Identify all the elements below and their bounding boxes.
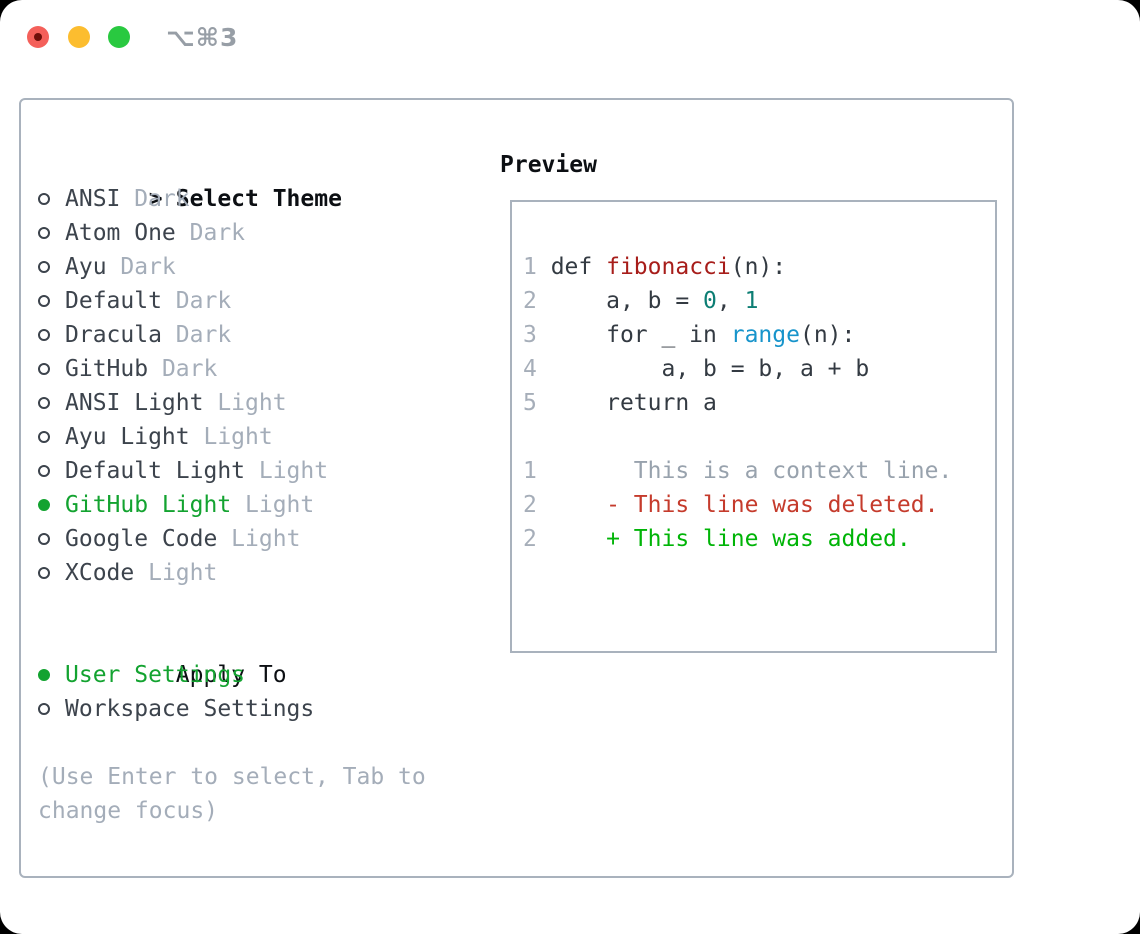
theme-variant-label: Light	[217, 526, 301, 552]
apply-option-label: Workspace Settings	[65, 696, 315, 722]
theme-name: Ayu Light	[65, 424, 190, 450]
radio-icon	[38, 454, 65, 488]
theme-name: XCode	[65, 560, 135, 586]
theme-item-google-code[interactable]: Google Code Light	[38, 522, 488, 556]
theme-item-ansi-light[interactable]: ANSI Light Light	[38, 386, 488, 420]
theme-name: Default Light	[65, 458, 246, 484]
theme-variant-label: Light	[189, 424, 273, 450]
select-theme-heading-label: Select Theme	[175, 186, 342, 212]
radio-icon	[38, 284, 65, 318]
zoom-button[interactable]	[108, 26, 130, 48]
code-line: 1 This is a context line.	[523, 458, 953, 484]
theme-item-default-light[interactable]: Default Light Light	[38, 454, 488, 488]
apply-option-label: User Settings	[65, 662, 246, 688]
apply-to-heading-label: Apply To	[175, 662, 287, 688]
radio-icon	[38, 386, 65, 420]
select-theme-heading: > Select Theme	[38, 148, 488, 212]
code-line: 2 - This line was deleted.	[523, 492, 939, 518]
apply-option-workspace-settings[interactable]: Workspace Settings	[38, 692, 488, 726]
theme-variant-label: Dark	[175, 220, 246, 246]
radio-icon	[38, 352, 65, 386]
close-button[interactable]	[27, 26, 49, 48]
theme-variant-label: Dark	[161, 288, 232, 314]
keyboard-hint-line: (Use Enter to select, Tab to	[38, 764, 426, 790]
radio-icon	[38, 556, 65, 590]
theme-item-dracula[interactable]: Dracula Dark	[38, 318, 488, 352]
code-line: 5 return a	[523, 390, 717, 416]
code-line	[523, 420, 995, 454]
radio-selected-icon	[38, 488, 65, 522]
theme-name: GitHub Light	[65, 492, 232, 518]
theme-item-atom-one[interactable]: Atom One Dark	[38, 216, 488, 250]
theme-variant-label: Light	[245, 458, 329, 484]
theme-variant-label: Light	[203, 390, 287, 416]
theme-name: Default	[65, 288, 162, 314]
section-gap	[38, 726, 488, 760]
apply-to-heading: Apply To	[38, 624, 488, 688]
theme-variant-label: Dark	[106, 254, 176, 280]
preview-code-box: 1 def fibonacci(n): 2 a, b = 0, 1 3 for _ …	[510, 200, 997, 653]
theme-item-ayu-light[interactable]: Ayu Light Light	[38, 420, 488, 454]
title-bar: ⌥⌘3	[0, 0, 1140, 75]
theme-variant-label: Dark	[148, 356, 218, 382]
code-line: 3 for _ in range(n):	[523, 322, 856, 348]
radio-icon	[38, 420, 65, 454]
theme-item-xcode[interactable]: XCode Light	[38, 556, 488, 590]
apply-option-user-settings[interactable]: User Settings	[38, 658, 488, 692]
radio-icon	[38, 216, 65, 250]
radio-icon	[38, 250, 65, 284]
theme-name: ANSI Light	[65, 390, 204, 416]
minimize-button[interactable]	[68, 26, 90, 48]
code-line: 2 + This line was added.	[523, 526, 911, 552]
theme-item-ayu[interactable]: Ayu Dark	[38, 250, 488, 284]
keyboard-hint-line: change focus)	[38, 798, 219, 824]
theme-name: Atom One	[65, 220, 176, 246]
theme-name: Dracula	[65, 322, 162, 348]
theme-name: ANSI	[65, 186, 121, 212]
theme-variant-label: Dark	[120, 186, 190, 212]
theme-item-github-light[interactable]: GitHub Light Light	[38, 488, 488, 522]
theme-item-ansi[interactable]: ANSI Dark	[38, 182, 488, 216]
code-line: 4 a, b = b, a + b	[523, 356, 870, 382]
section-gap	[38, 590, 488, 624]
window-title: ⌥⌘3	[166, 23, 239, 52]
preview-heading: Preview	[500, 152, 597, 178]
radio-icon	[38, 692, 65, 726]
theme-name: GitHub	[65, 356, 149, 382]
code-line: 1 def fibonacci(n):	[523, 254, 787, 280]
theme-item-github[interactable]: GitHub Dark	[38, 352, 488, 386]
theme-variant-label: Dark	[161, 322, 232, 348]
theme-variant-label: Light	[231, 492, 315, 518]
theme-variant-label: Light	[134, 560, 218, 586]
radio-selected-icon	[38, 658, 65, 692]
keyboard-hint: (Use Enter to select, Tab to change focus…	[38, 760, 488, 828]
theme-name: Google Code	[65, 526, 218, 552]
radio-icon	[38, 318, 65, 352]
theme-item-default[interactable]: Default Dark	[38, 284, 488, 318]
radio-icon	[38, 522, 65, 556]
theme-name: Ayu	[65, 254, 107, 280]
radio-icon	[38, 182, 65, 216]
focus-caret: >	[148, 186, 163, 212]
code-line: 2 a, b = 0, 1	[523, 288, 759, 314]
